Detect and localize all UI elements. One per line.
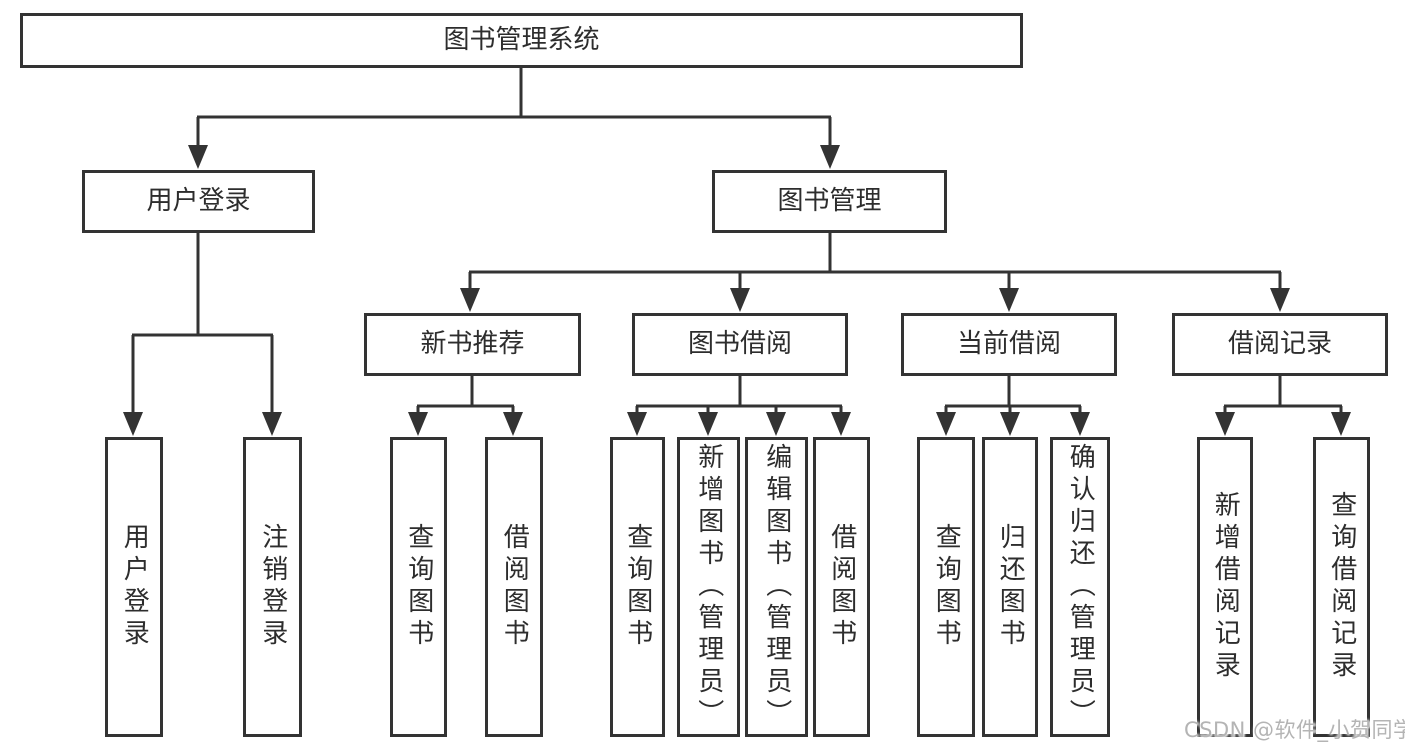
leaf-borrow-books-recommend-label: 借阅图书 <box>499 523 530 651</box>
leaf-borrow-books-label: 借阅图书 <box>826 523 857 651</box>
node-library-system-label: 图书管理系统 <box>443 24 600 55</box>
node-library-system: 图书管理系统 <box>20 13 1023 68</box>
leaf-confirm-return-admin: 确认归还（管理员） <box>1050 437 1110 737</box>
leaf-logout: 注销登录 <box>243 437 302 737</box>
csdn-watermark: CSDN @软件_小贺同学 <box>1184 718 1405 742</box>
node-book-borrow: 图书借阅 <box>632 313 848 376</box>
leaf-query-books-recommend: 查询图书 <box>390 437 447 737</box>
leaf-confirm-return-admin-label: 确认归还（管理员） <box>1065 443 1096 731</box>
leaf-add-books-admin: 新增图书（管理员） <box>677 437 740 737</box>
node-borrow-records: 借阅记录 <box>1172 313 1388 376</box>
node-user-login-label: 用户登录 <box>146 185 251 216</box>
leaf-return-books: 归还图书 <box>982 437 1038 737</box>
leaf-borrow-books: 借阅图书 <box>813 437 870 737</box>
node-new-book-recommend-label: 新书推荐 <box>420 328 525 359</box>
node-book-borrow-label: 图书借阅 <box>687 328 792 359</box>
leaf-query-books-recommend-label: 查询图书 <box>403 523 434 651</box>
leaf-add-borrow-record-label: 新增借阅记录 <box>1210 491 1241 683</box>
leaf-edit-books-admin-label: 编辑图书（管理员） <box>761 443 792 731</box>
leaf-return-books-label: 归还图书 <box>995 523 1026 651</box>
leaf-query-books-current-label: 查询图书 <box>931 523 962 651</box>
node-current-borrow: 当前借阅 <box>901 313 1117 376</box>
leaf-user-login-label: 用户登录 <box>119 523 150 651</box>
leaf-add-books-admin-label: 新增图书（管理员） <box>693 443 724 731</box>
node-new-book-recommend: 新书推荐 <box>364 313 581 376</box>
connector-path <box>131 68 1343 413</box>
node-user-login: 用户登录 <box>82 170 315 233</box>
leaf-query-borrow-record: 查询借阅记录 <box>1313 437 1370 737</box>
node-book-management-label: 图书管理 <box>777 185 882 216</box>
leaf-query-books-borrow: 查询图书 <box>610 437 665 737</box>
leaf-add-borrow-record: 新增借阅记录 <box>1197 437 1253 737</box>
node-current-borrow-label: 当前借阅 <box>956 328 1061 359</box>
leaf-logout-label: 注销登录 <box>257 523 288 651</box>
leaf-user-login: 用户登录 <box>105 437 163 737</box>
leaf-edit-books-admin: 编辑图书（管理员） <box>745 437 808 737</box>
leaf-borrow-books-recommend: 借阅图书 <box>485 437 543 737</box>
leaf-query-books-current: 查询图书 <box>917 437 975 737</box>
arrowheads <box>123 145 1351 436</box>
node-borrow-records-label: 借阅记录 <box>1227 328 1332 359</box>
leaf-query-borrow-record-label: 查询借阅记录 <box>1326 491 1357 683</box>
leaf-query-books-borrow-label: 查询图书 <box>622 523 653 651</box>
node-book-management: 图书管理 <box>712 170 947 233</box>
